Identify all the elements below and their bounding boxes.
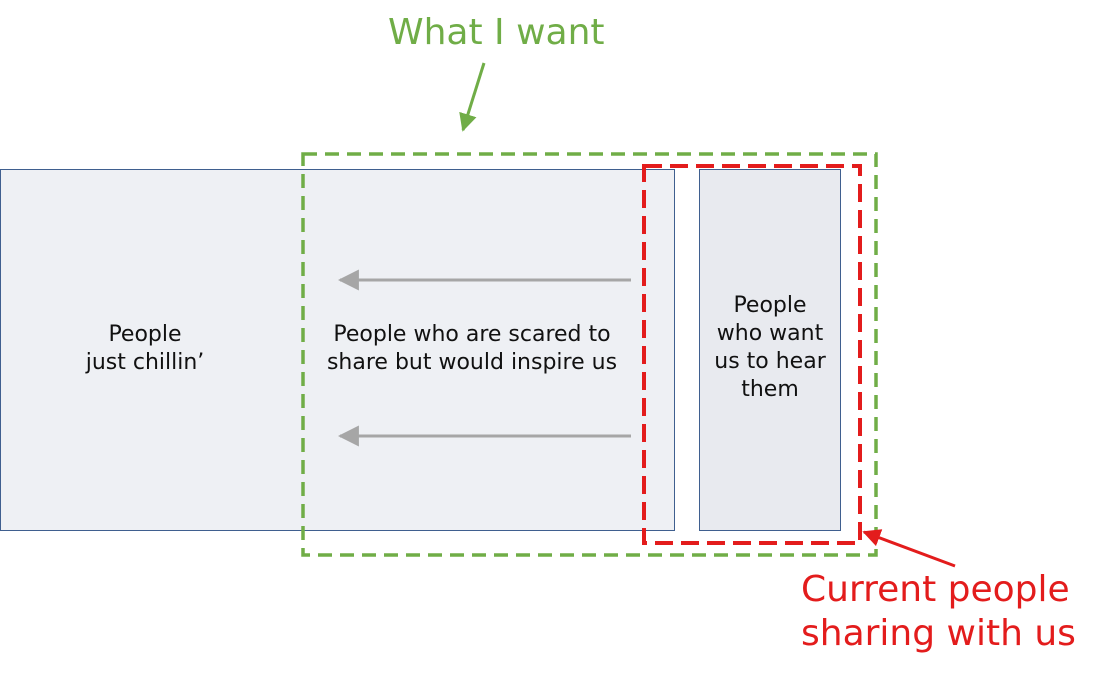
what-i-want-pointer-arrow (459, 62, 486, 132)
label-people-want-to-be-heard: People who want us to hear them (714, 293, 826, 402)
current-sharing-callout: Current people sharing with us (801, 569, 1076, 654)
what-i-want-callout: What I want (388, 12, 605, 53)
label-people-scared-to-share: People who are scared to share but would… (326, 322, 618, 375)
current-sharing-pointer-arrow (862, 529, 956, 568)
label-people-just-chillin: People just chillin’ (85, 322, 205, 375)
